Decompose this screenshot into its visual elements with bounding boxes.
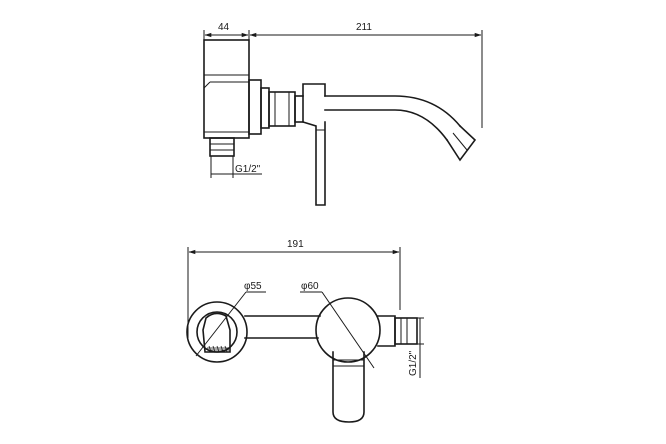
spout-side — [324, 95, 477, 162]
dimension-body-depth: 44 — [203, 22, 250, 80]
spout-plate-front — [186, 301, 248, 363]
front-view: 191 φ55 — [186, 239, 424, 423]
thread-label-side: G1/2" — [235, 164, 261, 175]
dimension-center-distance: 191 — [187, 239, 401, 338]
dimension-spout-plate: φ55 — [195, 281, 266, 357]
thread-label-front: G1/2" — [408, 350, 419, 376]
handle-plate-front — [315, 297, 418, 363]
dimension-label-44: 44 — [218, 22, 230, 33]
wall-flange — [248, 79, 304, 135]
lever-handle-side — [302, 83, 326, 206]
connecting-bar — [244, 315, 321, 339]
dimension-label-191: 191 — [287, 239, 304, 250]
mixer-body — [203, 39, 250, 157]
dimension-label-phi60: φ60 — [301, 281, 319, 292]
dimension-handle-plate: φ60 — [300, 281, 375, 369]
dimension-label-phi55: φ55 — [244, 281, 262, 292]
lever-handle-front — [332, 351, 365, 423]
dimension-label-211: 211 — [356, 22, 372, 33]
thread-dimension-front: G1/2" — [401, 317, 424, 378]
dimension-total-depth: 211 — [249, 22, 483, 128]
thread-dimension-side: G1/2" — [210, 156, 262, 178]
side-view: 44 211 G1/2" — [203, 22, 483, 206]
